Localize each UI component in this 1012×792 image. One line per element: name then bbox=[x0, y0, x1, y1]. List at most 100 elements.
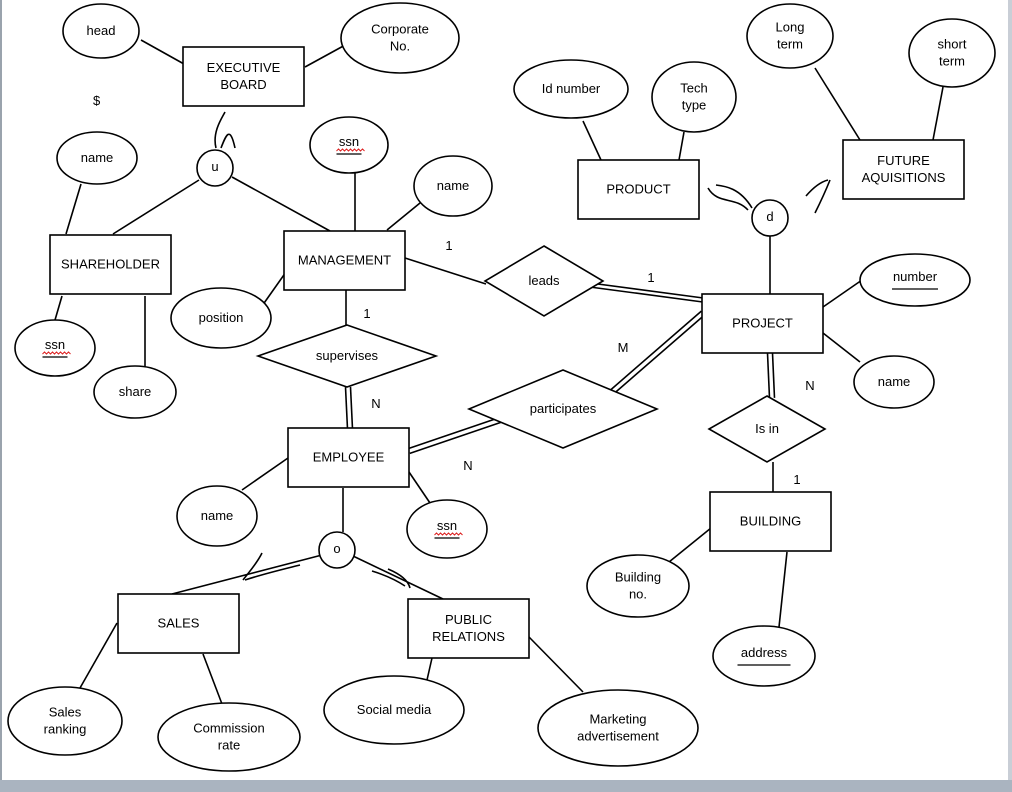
entity-employee[interactable]: EMPLOYEE bbox=[287, 427, 410, 488]
attribute-share[interactable]: share bbox=[93, 365, 177, 419]
attribute-employee-name[interactable]: name bbox=[176, 485, 258, 547]
attribute-id-number[interactable]: Id number bbox=[513, 59, 629, 119]
attribute-ellipse bbox=[309, 116, 389, 174]
specialization-circle bbox=[318, 531, 356, 569]
attribute-building-no[interactable]: Building no. bbox=[586, 554, 690, 618]
entity-box bbox=[49, 234, 172, 295]
entity-shareholder[interactable]: SHAREHOLDER bbox=[49, 234, 172, 295]
total-participation-line bbox=[590, 282, 704, 299]
specialization-circle-union[interactable]: u bbox=[196, 149, 234, 187]
entity-label: BUILDING bbox=[740, 514, 801, 529]
specialization-label: o bbox=[333, 541, 340, 556]
entity-box bbox=[117, 593, 240, 654]
attribute-head[interactable]: head bbox=[62, 3, 140, 59]
attribute-label: head bbox=[87, 23, 116, 38]
attribute-label: No. bbox=[390, 39, 410, 54]
connector-line bbox=[140, 39, 185, 65]
cardinality-employee-supervises: N bbox=[371, 396, 380, 411]
attribute-project-number[interactable]: number bbox=[859, 253, 971, 307]
entity-label: SALES bbox=[158, 616, 200, 631]
attribute-label: name bbox=[437, 178, 470, 193]
relationship-leads[interactable]: leads bbox=[483, 245, 605, 317]
attribute-label: Building bbox=[615, 570, 661, 585]
subset-symbol bbox=[715, 184, 753, 209]
attribute-social-media[interactable]: Social media bbox=[323, 675, 465, 745]
cardinality-building-is-in: 1 bbox=[793, 472, 800, 487]
subset-symbol bbox=[387, 568, 411, 589]
attribute-label: Corporate bbox=[371, 22, 429, 37]
cardinality-management-supervises: 1 bbox=[363, 306, 370, 321]
attribute-employee-ssn[interactable]: ssn bbox=[406, 499, 488, 559]
attribute-label: no. bbox=[629, 587, 647, 602]
subset-symbol bbox=[814, 179, 831, 214]
relationship-participates[interactable]: participates bbox=[466, 369, 660, 449]
entity-box bbox=[283, 230, 406, 291]
attribute-address[interactable]: address bbox=[712, 625, 816, 687]
attribute-project-name[interactable]: name bbox=[853, 355, 935, 409]
attribute-label: ssn bbox=[437, 518, 457, 533]
entity-product[interactable]: PRODUCT bbox=[577, 159, 700, 220]
total-participation-line bbox=[409, 421, 502, 455]
entity-management[interactable]: MANAGEMENT bbox=[283, 230, 406, 291]
attribute-management-name[interactable]: name bbox=[413, 155, 493, 217]
attribute-label: advertisement bbox=[577, 729, 659, 744]
relationship-supervises[interactable]: supervises bbox=[255, 324, 439, 388]
relationship-is-in[interactable]: Is in bbox=[707, 395, 827, 463]
connector-line bbox=[426, 657, 433, 681]
attribute-ellipse bbox=[323, 675, 465, 745]
entity-building[interactable]: BUILDING bbox=[709, 491, 832, 552]
attribute-label: ssn bbox=[45, 337, 65, 352]
entity-label: PRODUCT bbox=[606, 182, 670, 197]
attribute-ellipse bbox=[14, 319, 96, 377]
attribute-shareholder-ssn[interactable]: ssn bbox=[14, 319, 96, 377]
entity-project[interactable]: PROJECT bbox=[701, 293, 824, 354]
cardinality-management-leads: 1 bbox=[445, 238, 452, 253]
attribute-label: Sales bbox=[49, 705, 82, 720]
connector-line bbox=[65, 183, 82, 235]
page-right-edge bbox=[1008, 0, 1012, 780]
attribute-ellipse bbox=[7, 686, 123, 756]
subset-symbol bbox=[242, 552, 263, 581]
attribute-shareholder-name[interactable]: name bbox=[56, 131, 138, 185]
spellcheck-squiggle bbox=[42, 351, 71, 355]
total-participation-line bbox=[771, 352, 776, 398]
connector-line bbox=[814, 67, 861, 141]
entity-box bbox=[577, 159, 700, 220]
attribute-ellipse bbox=[170, 287, 272, 349]
connector-line bbox=[386, 202, 421, 231]
specialization-circle-overlap[interactable]: o bbox=[318, 531, 356, 569]
attribute-label: Commission bbox=[193, 721, 265, 736]
connector-line bbox=[352, 555, 444, 600]
subset-symbol bbox=[214, 111, 226, 149]
attribute-ellipse bbox=[340, 2, 460, 74]
attribute-management-ssn[interactable]: ssn bbox=[309, 116, 389, 174]
entity-label: BOARD bbox=[220, 77, 266, 92]
attribute-position[interactable]: position bbox=[170, 287, 272, 349]
attribute-ellipse bbox=[859, 253, 971, 307]
page-left-edge bbox=[0, 0, 2, 780]
connector-line bbox=[778, 551, 788, 628]
connector-line bbox=[668, 527, 712, 563]
relationship-label: leads bbox=[528, 273, 560, 288]
total-participation-line bbox=[613, 314, 706, 395]
entity-sales[interactable]: SALES bbox=[117, 593, 240, 654]
attribute-label: Tech bbox=[680, 81, 707, 96]
specialization-circle-disjoint[interactable]: d bbox=[751, 199, 789, 237]
relationship-diamond bbox=[255, 324, 439, 388]
subset-symbol bbox=[707, 187, 749, 211]
total-participation-line bbox=[349, 386, 354, 429]
